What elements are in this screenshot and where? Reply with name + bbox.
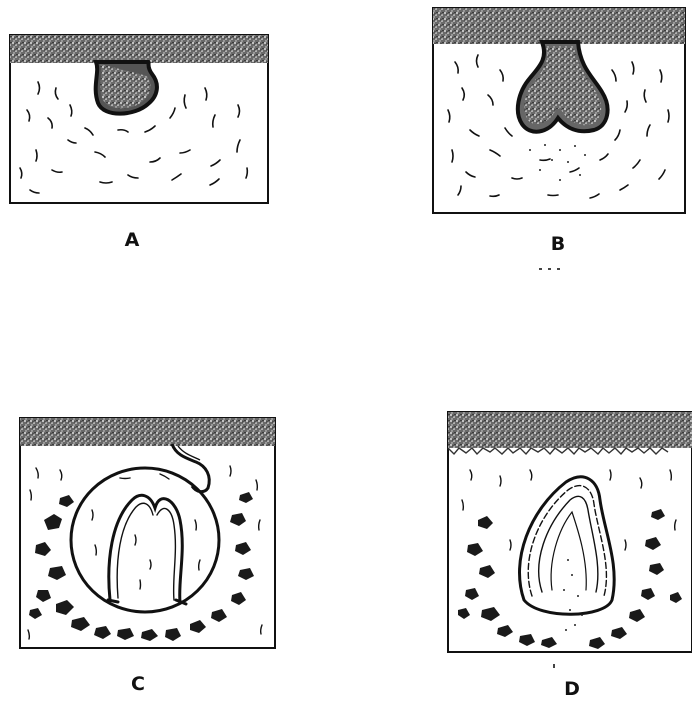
panel-a: A [10,35,268,251]
panel-c-epithelium [20,418,275,446]
panel-d-stray-mark [553,664,555,668]
panel-c-label: C [131,673,145,695]
panel-b-stray-marks [539,268,560,270]
panel-c-frame [20,418,275,648]
panel-b: B [433,8,685,270]
panel-c: C [20,418,275,695]
panel-d-epithelium [448,412,692,454]
panel-d: D [448,412,692,700]
panel-d-label: D [564,678,580,700]
panel-a-label: A [125,229,140,251]
panel-b-label: B [551,233,565,255]
